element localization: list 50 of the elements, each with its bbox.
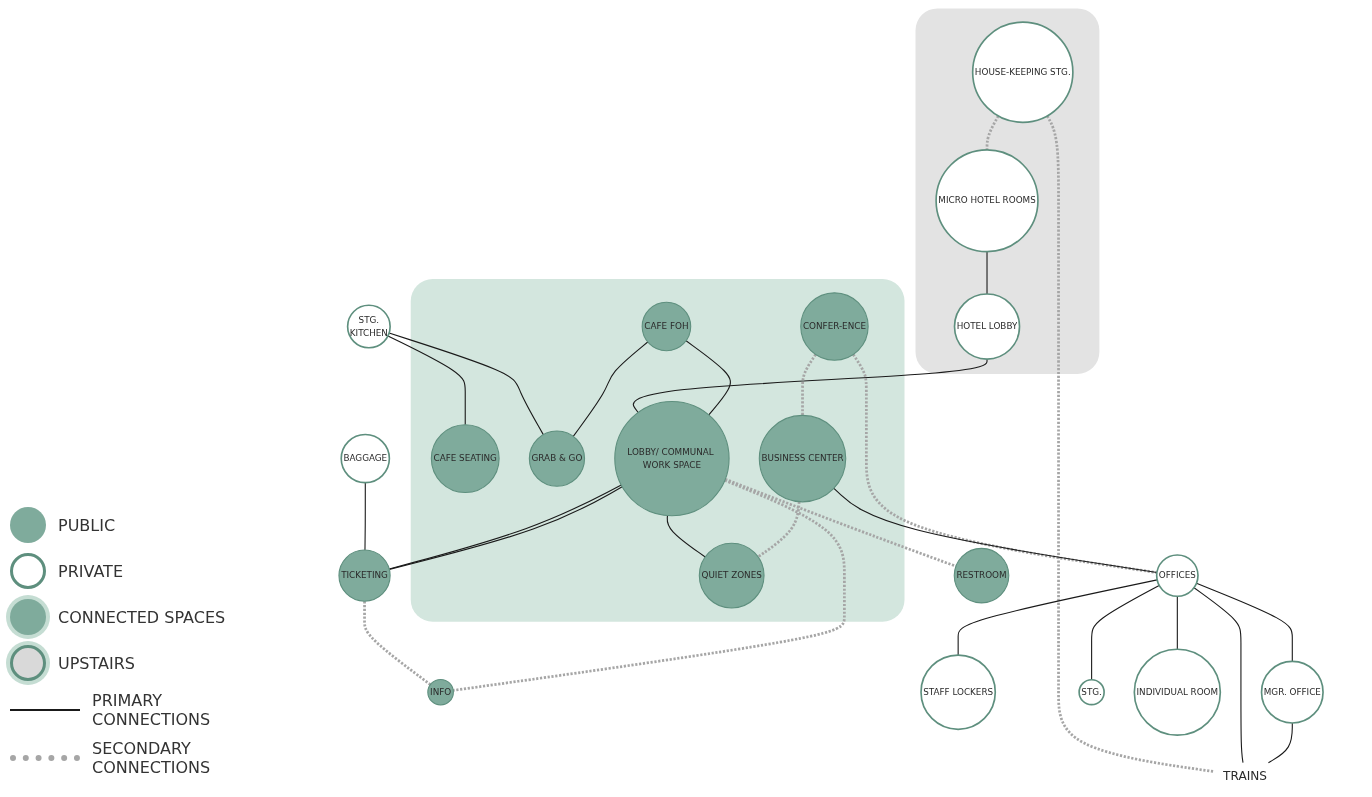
node-text: TRAINS	[1223, 768, 1267, 783]
connector	[364, 481, 366, 551]
connector	[757, 501, 801, 558]
connector	[985, 114, 1000, 150]
legend-label: SECONDARY CONNECTIONS	[92, 739, 212, 777]
connector	[1195, 582, 1293, 662]
connector	[724, 477, 957, 568]
node-circle: OFFICES	[1155, 553, 1199, 597]
connector	[453, 478, 846, 692]
legend-label: UPSTAIRS	[58, 653, 135, 673]
node-circle: LOBBY/ COMMUNAL WORK SPACE	[614, 400, 730, 516]
node-circle: INFO	[427, 678, 454, 705]
connector	[1176, 595, 1178, 650]
connector	[1046, 114, 1215, 773]
connector	[986, 250, 988, 295]
node-circle: STG.	[1078, 678, 1105, 705]
cluster	[410, 278, 905, 622]
connector	[632, 358, 988, 413]
node-circle: STG. KITCHEN	[346, 303, 391, 349]
cluster	[915, 7, 1100, 374]
connector	[1267, 721, 1293, 763]
connector	[666, 514, 706, 557]
legend-label: PRIMARY CONNECTIONS	[92, 691, 212, 729]
node-circle: TICKETING	[338, 549, 391, 602]
node-circle: HOTEL LOBBY	[953, 292, 1021, 360]
connector	[388, 332, 544, 435]
node-circle: GRAB & GO	[528, 429, 586, 487]
legend-label: PRIVATE	[58, 561, 123, 581]
node-circle: BAGGAGE	[340, 433, 391, 484]
node-circle: HOUSE-KEEPING STG.	[971, 20, 1074, 123]
node-circle: CAFE SEATING	[430, 423, 500, 493]
connector	[1091, 584, 1160, 680]
node-circle: MICRO HOTEL ROOMS	[935, 148, 1039, 252]
node-circle: RESTROOM	[953, 547, 1010, 603]
node-circle: BUSINESS CENTER	[758, 414, 847, 502]
connector	[685, 339, 731, 415]
legend-label: CONNECTED SPACES	[58, 607, 226, 627]
node-circle: INDIVIDUAL ROOM	[1133, 647, 1222, 736]
node-circle: STAFF LOCKERS	[920, 653, 997, 730]
node-circle: MGR. OFFICE	[1260, 660, 1324, 724]
node-circle: CAFE FOH	[641, 301, 692, 351]
connector	[801, 353, 817, 415]
connector	[1193, 586, 1244, 763]
legend-label: PUBLIC	[58, 515, 116, 535]
connector	[572, 340, 649, 437]
connector	[957, 578, 1158, 656]
connector	[363, 600, 432, 686]
node-circle: QUIET ZONES	[698, 542, 765, 609]
node-circle: CONFER-ENCE	[800, 291, 869, 361]
connector	[387, 334, 466, 425]
